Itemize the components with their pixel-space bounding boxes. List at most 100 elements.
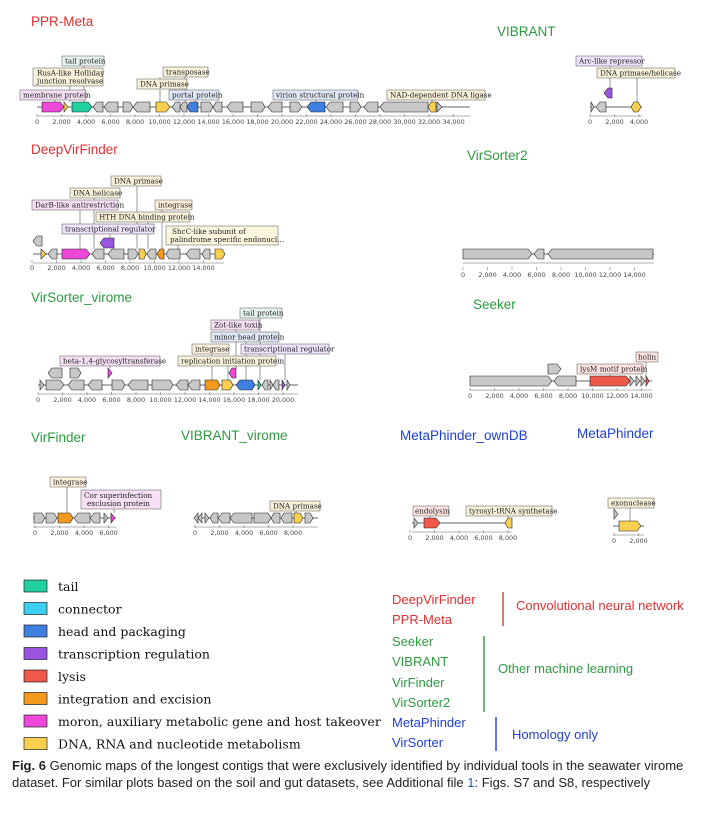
tick-label: 16,000 <box>223 396 245 404</box>
group-other-ml: Other machine learning <box>498 661 633 676</box>
label-endolysin <box>412 505 450 517</box>
tick-label: 10,000 <box>581 392 603 400</box>
genome-map-vibrant: Arc-like repressor DNA primase/helicase <box>575 55 681 117</box>
tick-label: 18,000 <box>246 118 268 126</box>
panel-title-vibrant: VIBRANT <box>497 24 556 39</box>
label-transposase <box>162 66 209 78</box>
tick-label: 14,000 <box>198 396 220 404</box>
legend-label: integration and excision <box>58 692 211 707</box>
svg-text:transcriptional regulator: transcriptional regulator <box>65 225 156 234</box>
svg-text:transposase: transposase <box>166 68 210 77</box>
tick-label: 4,000 <box>503 271 521 279</box>
tick-label: 32,000 <box>418 118 440 126</box>
svg-text:minor head protein: minor head protein <box>214 333 285 342</box>
svg-text:portal protein: portal protein <box>172 91 223 100</box>
label-shcc <box>165 225 279 246</box>
tick-label: 6,000 <box>102 396 120 404</box>
tick-label: 22,000 <box>295 118 317 126</box>
svg-text:Arc-like repressor: Arc-like repressor <box>578 57 645 66</box>
tick-label: 16,000 <box>222 118 244 126</box>
legend-swatch <box>23 669 48 683</box>
label-dvf-integrase <box>154 199 193 211</box>
svg-text:integrase: integrase <box>195 345 229 354</box>
svg-text:NAD-dependent DNA ligase: NAD-dependent DNA ligase <box>390 91 492 100</box>
tick-label: 6,000 <box>96 264 114 272</box>
tool-vibrant: VIBRANT <box>392 654 448 669</box>
label-rusa <box>32 67 104 87</box>
tick-label: 12,000 <box>173 118 195 126</box>
tick-label: 0 <box>30 264 34 272</box>
label-cor <box>80 489 162 510</box>
label-zot <box>210 319 260 331</box>
svg-text:endolysin: endolysin <box>415 507 450 516</box>
tick-label: 6,000 <box>259 529 277 537</box>
legend-swatch <box>23 692 48 705</box>
tick-label: 0 <box>468 392 472 400</box>
tick-label: 20,000 <box>272 396 294 404</box>
tick-label: 4,000 <box>75 529 93 537</box>
legend-swatch <box>23 737 48 750</box>
tick-label: 0 <box>588 118 592 126</box>
svg-text:membrane protein: membrane protein <box>23 91 91 100</box>
svg-text:HTH DNA binding protein: HTH DNA binding protein <box>99 213 195 222</box>
tick-label: 2,000 <box>53 396 71 404</box>
tick-label: 14,000 <box>630 392 652 400</box>
legend-label: head and packaging <box>58 624 186 639</box>
tool-group-key: DeepVirFinder PPR-Meta Convolutional neu… <box>392 592 684 751</box>
caption-text-a: Genomic maps of the longest contigs that… <box>12 758 684 790</box>
tick-label: 12,000 <box>168 264 190 272</box>
svg-text:DarB-like antirestriction: DarB-like antirestriction <box>35 201 124 210</box>
label-vf-integrase <box>49 476 87 488</box>
tick-label: 10,000 <box>143 264 165 272</box>
tick-label: 12,000 <box>599 271 621 279</box>
tick-label: 0 <box>193 529 197 537</box>
tick-label: 2,000 <box>425 534 443 542</box>
label-exonuclease <box>607 497 655 509</box>
tick-label: 14,000 <box>197 118 219 126</box>
svg-text:Cor superinfection: Cor superinfection <box>84 491 153 500</box>
tick-label: 2,000 <box>478 271 496 279</box>
tick-label: 4,000 <box>235 529 253 537</box>
tick-label: 10,000 <box>149 396 171 404</box>
tick-label: 8,000 <box>121 264 139 272</box>
label-portal-protein <box>168 89 220 101</box>
genome-map-virsorter-virome: tail protein Zot-like toxin minor head p… <box>38 307 335 395</box>
figure-label: Fig. 6 <box>12 758 46 773</box>
tick-label: 0 <box>461 271 465 279</box>
tick-label: 12,000 <box>606 392 628 400</box>
legend-label: tail <box>58 579 78 594</box>
tick-label: 34,000 <box>442 118 464 126</box>
legend-swatch <box>23 602 48 615</box>
tick-label: 30,000 <box>393 118 415 126</box>
tick-label: 6,000 <box>527 271 545 279</box>
tick-label: 24,000 <box>320 118 342 126</box>
svg-text:replication initiation protein: replication initiation protein <box>181 357 285 366</box>
tick-label: 8,000 <box>499 534 517 542</box>
label-membrane-protein <box>19 89 87 101</box>
tick-label: 6,000 <box>101 118 119 126</box>
svg-text:DNA helicase: DNA helicase <box>73 189 122 198</box>
label-lysm <box>576 363 644 375</box>
tick-label: 8,000 <box>552 271 570 279</box>
svg-text:palindrome specific endonucl..: palindrome specific endonucl... <box>170 235 284 244</box>
panel-title-virsorter-virome: VirSorter_virome <box>31 290 132 305</box>
svg-text:tail protein: tail protein <box>65 57 106 66</box>
tick-label: 20,000 <box>271 118 293 126</box>
svg-text:holin: holin <box>638 353 657 362</box>
svg-text:virion structural protein: virion structural protein <box>275 91 365 100</box>
label-minor-head <box>210 331 280 343</box>
svg-text:RusA-like Holliday: RusA-like Holliday <box>37 69 105 78</box>
tick-label: 26,000 <box>344 118 366 126</box>
svg-text:lysM motif protein: lysM motif protein <box>580 365 648 374</box>
caption-file-link[interactable]: 1 <box>467 774 475 790</box>
legend-label: DNA, RNA and nucleotide metabolism <box>58 737 301 752</box>
tick-label: 6,000 <box>474 534 492 542</box>
legend-swatch <box>23 647 48 660</box>
panel-title-deepvirfinder: DeepVirFinder <box>31 142 118 157</box>
label-nad-dna-ligase <box>386 89 486 101</box>
tick-label: 2,000 <box>210 529 228 537</box>
genome-map-virsorter2 <box>462 248 654 264</box>
tick-label: 2,000 <box>605 118 623 126</box>
